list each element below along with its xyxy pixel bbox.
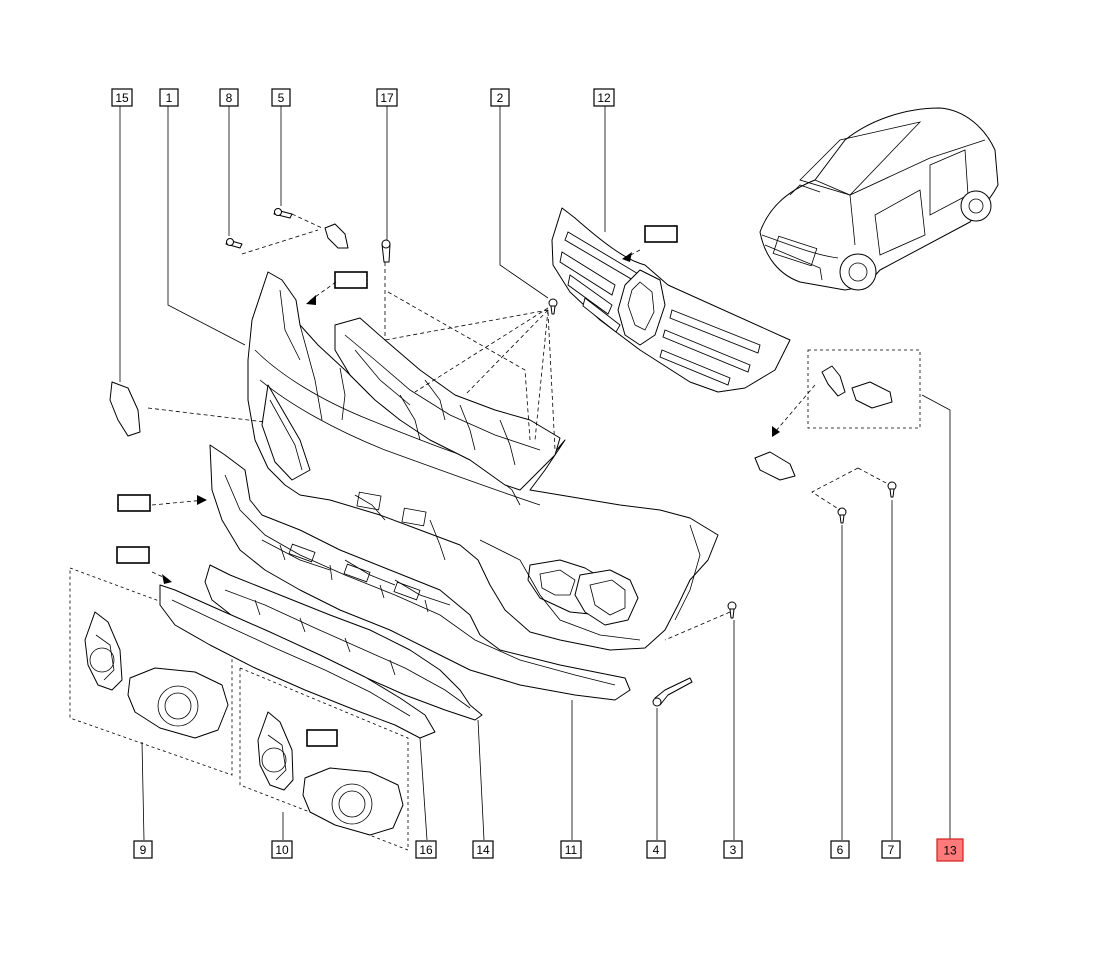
- clip-5: [324, 223, 349, 249]
- callout-5: 5: [271, 88, 291, 107]
- assembly-box-10: [239, 667, 409, 851]
- callout-number: 13: [943, 844, 957, 858]
- screw-6: [837, 507, 847, 524]
- callout-box: [646, 840, 666, 859]
- callout-15: 15: [111, 88, 133, 107]
- screw-3: [727, 601, 737, 619]
- callout-3: 3: [723, 840, 743, 859]
- fog-lamp-bezel-left-9: [84, 611, 229, 739]
- callout-box: [830, 840, 850, 859]
- callout-13: 13: [936, 838, 964, 862]
- callout-box: [936, 838, 964, 862]
- reference-symbol: [117, 494, 151, 512]
- screw-2: [548, 298, 558, 315]
- callout-box: [593, 88, 615, 107]
- callout-box: [271, 88, 291, 107]
- callout-box: [415, 840, 437, 859]
- callout-10: 10: [271, 840, 293, 859]
- callout-box: [472, 840, 494, 859]
- callout-box: [271, 840, 293, 859]
- callout-box: [881, 840, 901, 859]
- vehicle-thumbnail: [759, 107, 999, 291]
- reference-symbol: [334, 271, 368, 289]
- screw-7: [887, 481, 897, 498]
- callout-number: 1: [166, 91, 173, 105]
- radiator-grille: [551, 207, 791, 393]
- side-bracket-15: [109, 381, 141, 437]
- callout-14: 14: [472, 840, 494, 859]
- clip-13-a: [821, 365, 846, 397]
- reference-symbol: [116, 546, 150, 564]
- callout-6: 6: [830, 840, 850, 859]
- callout-11: 11: [560, 840, 582, 859]
- callout-number: 11: [565, 843, 578, 857]
- callout-8: 8: [219, 88, 239, 107]
- callout-1: 1: [159, 88, 179, 107]
- callout-number: 15: [115, 91, 129, 105]
- callout-4: 4: [646, 840, 666, 859]
- callout-number: 3: [730, 843, 737, 857]
- callout-box: [376, 88, 398, 107]
- callout-number: 8: [226, 91, 233, 105]
- callout-number: 5: [278, 91, 285, 105]
- callout-7: 7: [881, 840, 901, 859]
- callout-box: [490, 88, 510, 107]
- callout-box: [560, 840, 582, 859]
- reference-symbol: [644, 225, 678, 243]
- callout-number: 10: [275, 843, 289, 857]
- screw-8: [225, 238, 243, 249]
- callout-number: 7: [888, 843, 895, 857]
- callout-17: 17: [376, 88, 398, 107]
- callout-number: 6: [837, 843, 844, 857]
- callout-16: 16: [415, 840, 437, 859]
- callout-12: 12: [593, 88, 615, 107]
- callout-number: 16: [419, 843, 433, 857]
- rivet-4: [652, 677, 693, 707]
- lower-grille-spoiler: [209, 444, 631, 701]
- callout-number: 2: [497, 91, 504, 105]
- reference-symbol: [306, 729, 338, 747]
- callout-box: [219, 88, 239, 107]
- screw-5: [273, 208, 293, 219]
- callout-2: 2: [490, 88, 510, 107]
- clip-13-b: [851, 381, 893, 409]
- callout-number: 9: [140, 843, 147, 857]
- callout-number: 4: [653, 843, 660, 857]
- assembly-box-13: [807, 349, 921, 429]
- front-lip-strip: [159, 584, 436, 739]
- callout-box: [111, 88, 133, 107]
- callout-number: 14: [476, 843, 490, 857]
- callout-box: [133, 840, 153, 859]
- callout-box: [723, 840, 743, 859]
- callout-9: 9: [133, 840, 153, 859]
- clip-13-c: [754, 451, 796, 481]
- bolt-17: [381, 239, 391, 263]
- callout-box: [159, 88, 179, 107]
- callout-number: 17: [380, 91, 394, 105]
- upper-support-bracket: [334, 317, 561, 491]
- callout-number: 12: [597, 91, 611, 105]
- fog-lamp-bezel-right-10: [257, 711, 404, 836]
